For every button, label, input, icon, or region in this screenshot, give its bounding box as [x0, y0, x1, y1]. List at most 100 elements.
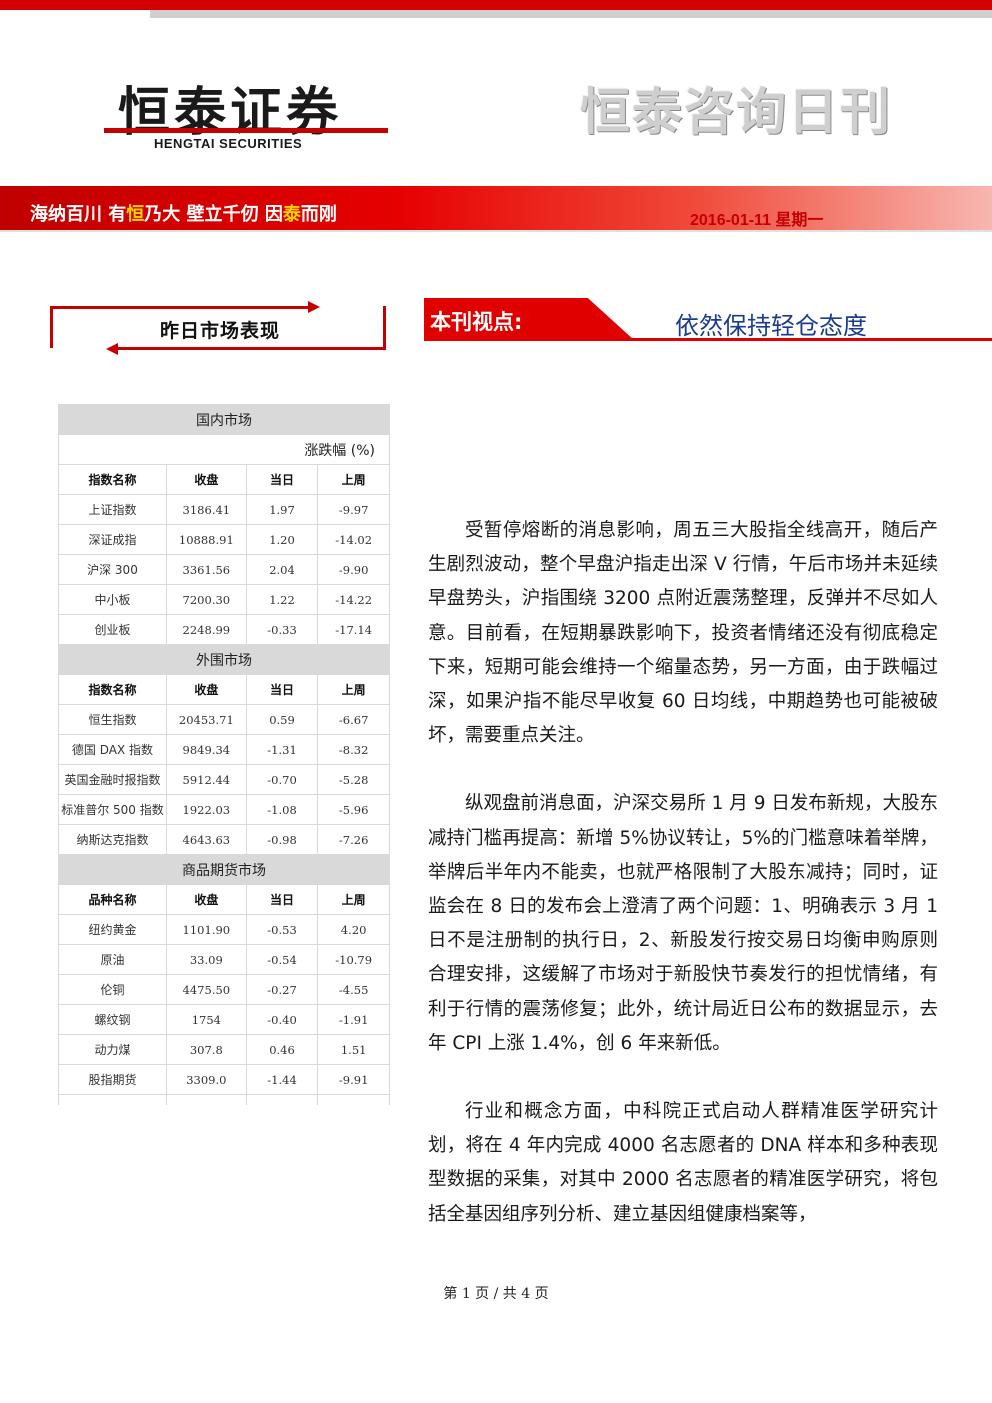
frame-left — [50, 306, 53, 348]
table-row: 标准普尔 500 指数 1922.03 -1.08 -5.96 — [58, 794, 390, 825]
cell-name: 伦铜 — [58, 974, 167, 1005]
table-row: 沪深 300 3361.56 2.04 -9.90 — [58, 554, 390, 585]
cell-name: 原油 — [58, 944, 167, 975]
section-title-domestic: 国内市场 — [58, 404, 390, 435]
company-name-cn: 恒泰证券 — [118, 83, 343, 143]
cell-day: -0.40 — [245, 1004, 319, 1035]
slogan-part-1: 海纳百川 有 — [30, 204, 127, 225]
article-paragraph: 受暂停熔断的消息影响，周五三大股指全线高开，随后产生剧烈波动，整个早盘沪指走出深… — [428, 520, 938, 747]
cell-day: -1.44 — [245, 1064, 319, 1095]
cell-week: -5.96 — [317, 794, 390, 825]
cell-close: 20453.71 — [165, 704, 247, 735]
cell-name: 恒生指数 — [58, 704, 167, 735]
cell-close: 5912.44 — [165, 764, 247, 795]
cell-name: 深证成指 — [58, 524, 167, 555]
table-row: 伦铜 4475.50 -0.27 -4.55 — [58, 974, 390, 1005]
column-header: 上周 — [317, 884, 390, 915]
column-header: 收盘 — [165, 884, 247, 915]
cell-close: 1101.90 — [165, 914, 247, 945]
cell-day: -0.70 — [245, 764, 319, 795]
cell-day: 2.04 — [245, 554, 319, 585]
page-footer: 第 1 页 / 共 4 页 — [0, 1283, 992, 1303]
slogan-gold-2: 泰 — [282, 204, 301, 225]
unit-label: 涨跌幅 (%) — [58, 434, 390, 465]
article-paragraph: 纵观盘前消息面，沪深交易所 1 月 9 日发布新规，大股东减持门槛再提高：新增 … — [428, 793, 938, 1054]
table-row: 德国 DAX 指数 9849.34 -1.31 -8.32 — [58, 734, 390, 765]
viewpoint-rule — [424, 338, 992, 341]
table-header-row: 指数名称 收盘 当日 上周 — [58, 464, 390, 495]
cell-week: -1.91 — [317, 1004, 390, 1035]
table-row: 深证成指 10888.91 1.20 -14.02 — [58, 524, 390, 555]
tail-cell — [317, 1094, 390, 1105]
frame-top — [50, 306, 308, 309]
table-header-row: 品种名称 收盘 当日 上周 — [58, 884, 390, 915]
top-decor-bar — [0, 0, 992, 20]
cell-week: -5.28 — [317, 764, 390, 795]
cell-day: 1.20 — [245, 524, 319, 555]
table-row: 螺纹钢 1754 -0.40 -1.91 — [58, 1004, 390, 1035]
table-section-row: 商品期货市场 — [58, 854, 390, 885]
viewpoint-tab: 本刊视点: — [424, 298, 644, 340]
cell-week: -10.79 — [317, 944, 390, 975]
cell-name: 标准普尔 500 指数 — [58, 794, 167, 825]
table-row: 原油 33.09 -0.54 -10.79 — [58, 944, 390, 975]
cell-name: 动力煤 — [58, 1034, 167, 1065]
column-header: 收盘 — [165, 464, 247, 495]
slogan: 海纳百川 有恒乃大 壁立千仞 因泰而刚 — [30, 200, 337, 226]
cell-close: 4475.50 — [165, 974, 247, 1005]
tail-cell — [165, 1094, 247, 1105]
cell-name: 股指期货 — [58, 1064, 167, 1095]
cell-day: -1.31 — [245, 734, 319, 765]
cell-day: -0.27 — [245, 974, 319, 1005]
cell-week: -4.55 — [317, 974, 390, 1005]
column-header: 品种名称 — [58, 884, 167, 915]
market-section-title: 昨日市场表现 — [159, 320, 280, 342]
cell-close: 3186.41 — [165, 494, 247, 525]
company-logo: 恒泰证券 HENGTAI SECURITIES — [100, 70, 400, 160]
table-section-row: 国内市场 — [58, 404, 390, 435]
cell-day: 1.97 — [245, 494, 319, 525]
tail-cell — [58, 1094, 167, 1105]
table-section-row: 外围市场 — [58, 644, 390, 675]
slogan-part-3: 而刚 — [300, 204, 337, 225]
arrow-left-icon — [106, 343, 118, 355]
arrow-right-icon — [308, 301, 320, 313]
cell-week: -6.67 — [317, 704, 390, 735]
cell-week: -9.97 — [317, 494, 390, 525]
cell-name: 中小板 — [58, 584, 167, 615]
frame-right — [383, 306, 386, 348]
column-header: 当日 — [245, 674, 319, 705]
cell-week: -9.90 — [317, 554, 390, 585]
column-header: 上周 — [317, 674, 390, 705]
cell-name: 创业板 — [58, 614, 167, 645]
slogan-bar-underline — [0, 230, 992, 232]
cell-week: -14.02 — [317, 524, 390, 555]
cell-day: 0.46 — [245, 1034, 319, 1065]
column-header: 收盘 — [165, 674, 247, 705]
column-header: 指数名称 — [58, 674, 167, 705]
cell-day: -0.33 — [245, 614, 319, 645]
cell-close: 9849.34 — [165, 734, 247, 765]
frame-bottom — [118, 347, 386, 350]
cell-week: -14.22 — [317, 584, 390, 615]
cell-name: 上证指数 — [58, 494, 167, 525]
cell-close: 1754 — [165, 1004, 247, 1035]
issue-date: 2016-01-11 星期一 — [690, 212, 824, 229]
cell-name: 螺纹钢 — [58, 1004, 167, 1035]
cell-day: 1.22 — [245, 584, 319, 615]
tail-cell — [245, 1094, 319, 1105]
section-title-foreign: 外围市场 — [58, 644, 390, 675]
slogan-gold-1: 恒 — [126, 204, 145, 225]
table-row: 动力煤 307.8 0.46 1.51 — [58, 1034, 390, 1065]
cell-day: 0.59 — [245, 704, 319, 735]
cell-close: 1922.03 — [165, 794, 247, 825]
table-row: 创业板 2248.99 -0.33 -17.14 — [58, 614, 390, 645]
table-header-row: 指数名称 收盘 当日 上周 — [58, 674, 390, 705]
company-name-en: HENGTAI SECURITIES — [154, 136, 303, 151]
cell-week: -8.32 — [317, 734, 390, 765]
cell-day: -1.08 — [245, 794, 319, 825]
cell-close: 4643.63 — [165, 824, 247, 855]
market-table: 国内市场 涨跌幅 (%) 指数名称 收盘 当日 上周 上证指数 3186.41 … — [58, 404, 390, 1105]
cell-day: -0.54 — [245, 944, 319, 975]
cell-day: -0.98 — [245, 824, 319, 855]
